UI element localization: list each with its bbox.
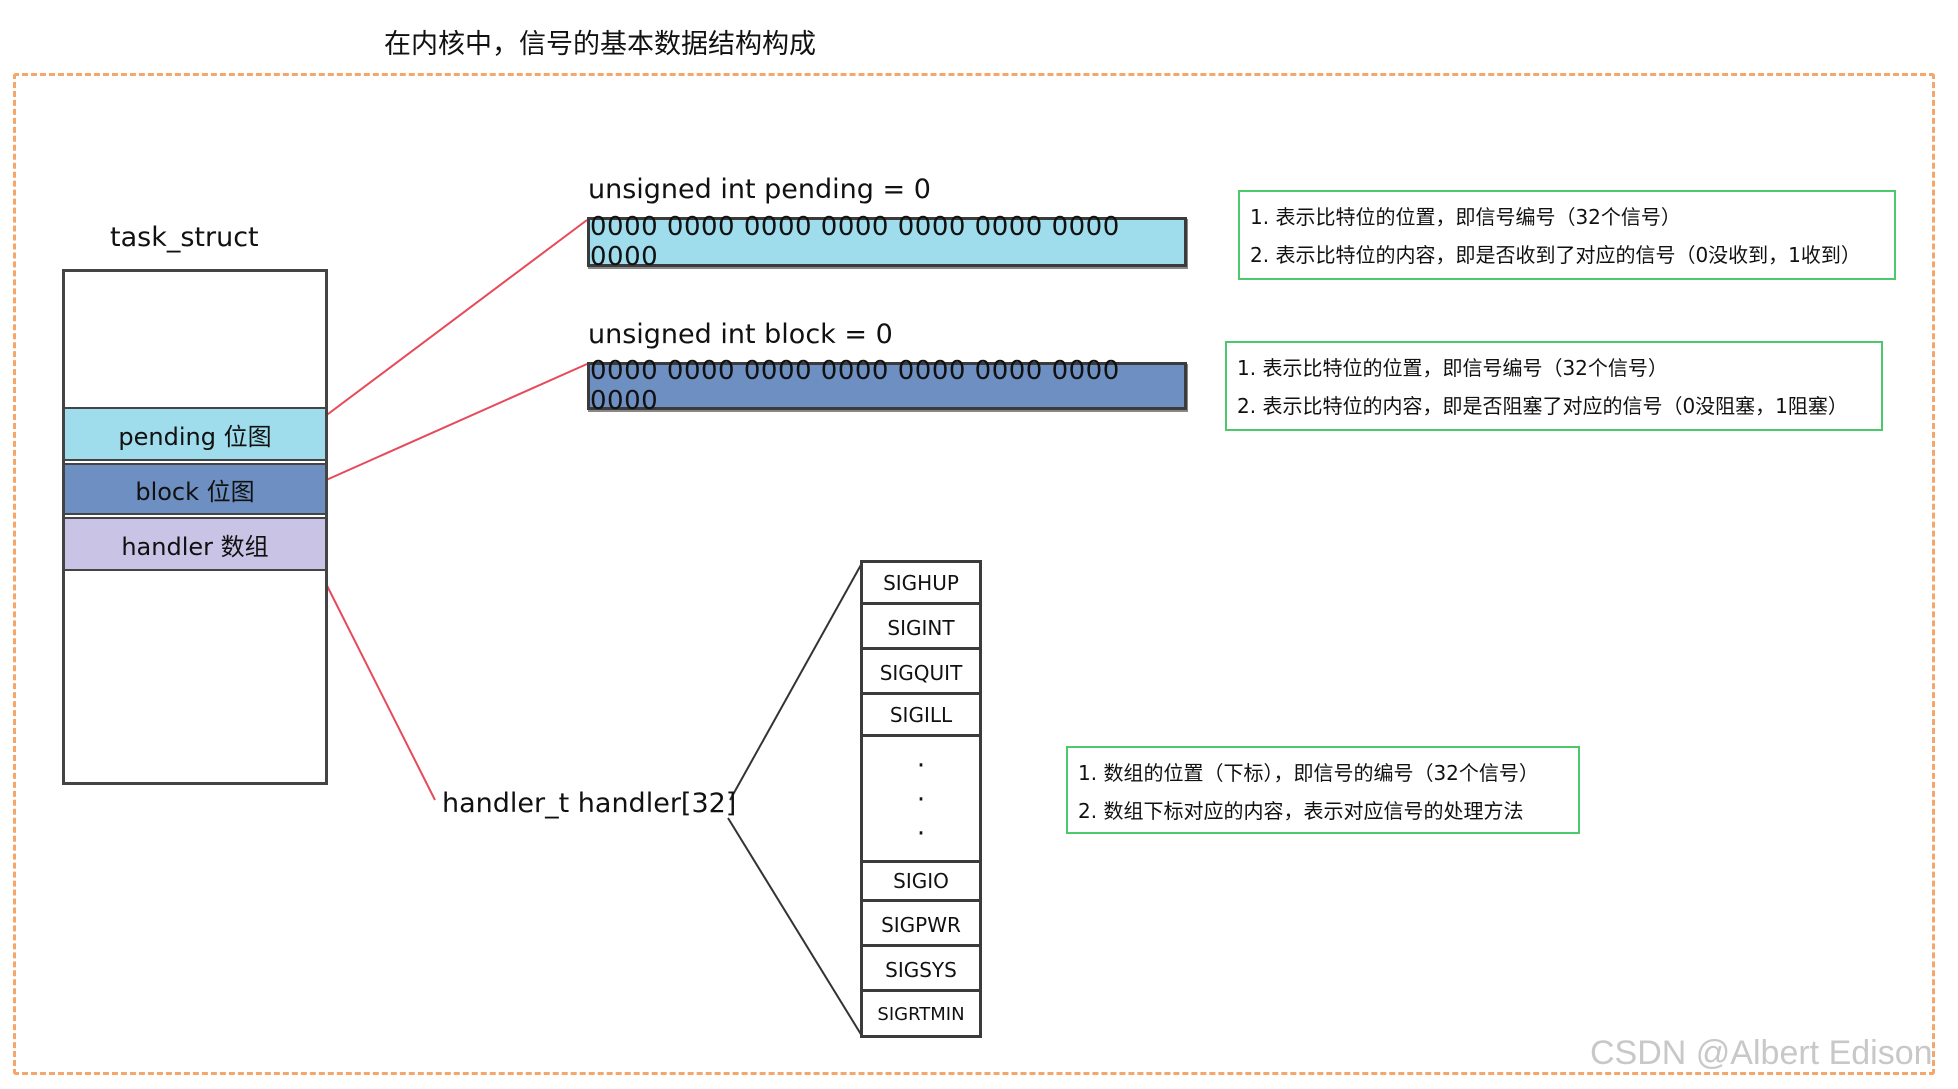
handler-note: 1. 数组的位置（下标），即信号的编号（32个信号） 2. 数组下标对应的内容，… [1066,746,1580,834]
outer-dashed-frame [13,73,1935,1075]
block-note-line-2: 2. 表示比特位的内容，即是否阻塞了对应的信号（0没阻塞，1阻塞） [1237,394,1848,418]
block-declaration: unsigned int block = 0 [588,319,893,350]
signal-cell: SIGPWR [863,905,979,947]
task-struct-label: task_struct [110,222,259,253]
handler-array: SIGHUP SIGINT SIGQUIT SIGILL · · · SIGIO… [860,560,982,1038]
block-note-line-1: 1. 表示比特位的位置，即信号编号（32个信号） [1237,356,1668,380]
pending-connector [303,219,588,433]
task-struct-pending-row: pending 位图 [65,407,325,461]
task-struct-box: pending 位图 block 位图 handler 数组 [62,269,328,785]
watermark: CSDN @Albert Edison [1590,1034,1933,1072]
pending-declaration: unsigned int pending = 0 [588,174,931,205]
ellipsis-dot: · [916,751,926,781]
pending-note: 1. 表示比特位的位置，即信号编号（32个信号） 2. 表示比特位的内容，即是否… [1238,190,1896,280]
signal-cell: SIGHUP [863,563,979,605]
signal-cell: SIGINT [863,608,979,650]
array-lower-bracket [727,817,863,1037]
pending-bitmap: 0000 0000 0000 0000 0000 0000 0000 0000 [587,212,1187,272]
diagram-title: 在内核中，信号的基本数据结构构成 [384,29,816,60]
task-struct-handler-row: handler 数组 [65,517,325,571]
block-connector [305,363,588,490]
task-struct-block-row: block 位图 [65,463,325,515]
pending-note-line-2: 2. 表示比特位的内容，即是否收到了对应的信号（0没收到，1收到） [1250,243,1861,267]
handler-note-line-2: 2. 数组下标对应的内容，表示对应信号的处理方法 [1078,799,1524,823]
signal-cell: SIGQUIT [863,653,979,695]
signal-cell: SIGSYS [863,950,979,992]
signal-cell: SIGILL [863,695,979,737]
ellipsis-dot: · [916,785,926,815]
handler-note-line-1: 1. 数组的位置（下标），即信号的编号（32个信号） [1078,761,1539,785]
pending-note-line-1: 1. 表示比特位的位置，即信号编号（32个信号） [1250,205,1681,229]
handler-declaration: handler_t handler[32] [442,788,737,819]
block-bitmap: 0000 0000 0000 0000 0000 0000 0000 0000 [587,356,1187,416]
block-note: 1. 表示比特位的位置，即信号编号（32个信号） 2. 表示比特位的内容，即是否… [1225,341,1883,431]
signal-cell: SIGIO [863,860,979,902]
signal-cell: SIGRTMIN [877,1003,965,1025]
array-upper-bracket [729,562,863,801]
ellipsis-dot: · [916,819,926,849]
